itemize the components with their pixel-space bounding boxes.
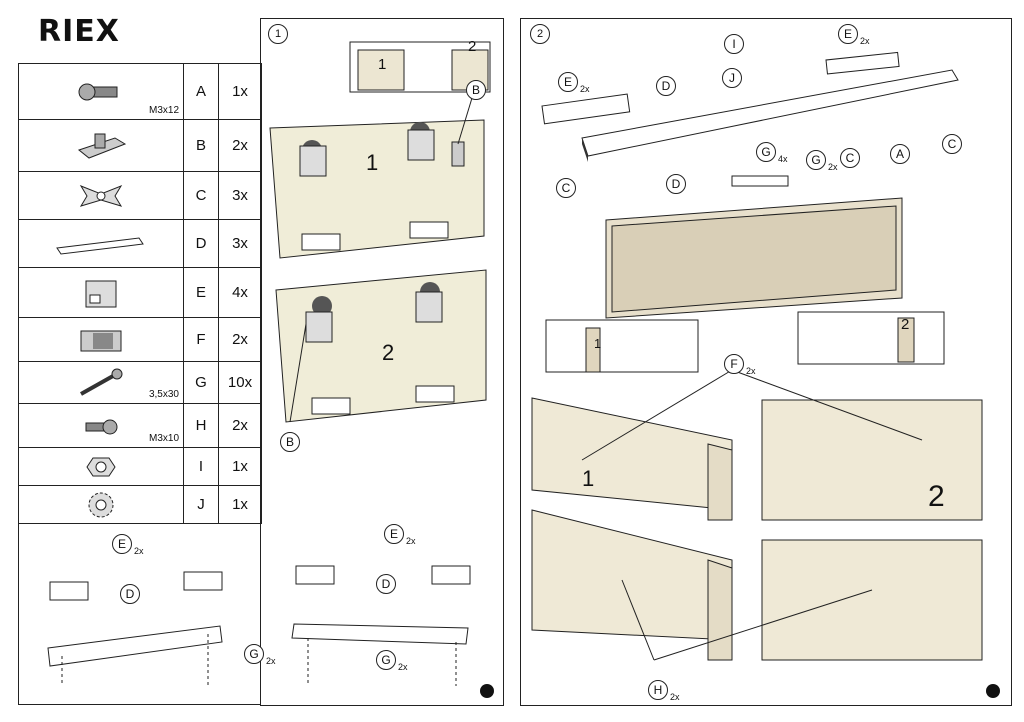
part-picture: M3x10 xyxy=(18,403,184,448)
part-picture xyxy=(18,119,184,172)
part-letter: J xyxy=(183,485,219,524)
mult-e-bl: 2x xyxy=(134,546,144,556)
cab-small-2-label: 2 xyxy=(901,316,910,333)
part-picture: 3,5x30 xyxy=(18,361,184,404)
panel2-label: 2 xyxy=(382,340,395,365)
part-letter: D xyxy=(183,219,219,268)
mult-f: 2x xyxy=(746,366,756,376)
door2-label: 2 xyxy=(928,480,945,513)
panel1-label: 1 xyxy=(366,150,379,175)
part-quantity: 2x xyxy=(218,119,262,172)
panel1-label-small: 1 xyxy=(378,56,387,73)
part-quantity: 1x xyxy=(218,485,262,524)
step2-number: 2 xyxy=(530,24,550,44)
part-letter: F xyxy=(183,317,219,362)
mult-g-br: 2x xyxy=(398,662,408,672)
part-spec: 3,5x30 xyxy=(148,389,179,400)
callout-e-left: E xyxy=(558,72,578,92)
callout-g-bl: G xyxy=(244,644,264,664)
step1-illustration xyxy=(269,41,491,423)
callout-d-br: D xyxy=(376,574,396,594)
mult-g-left: 4x xyxy=(778,154,788,164)
part-picture xyxy=(18,317,184,362)
part-quantity: 1x xyxy=(218,63,262,120)
callout-g-right: G xyxy=(806,150,826,170)
part-quantity: 2x xyxy=(218,317,262,362)
part-spec: M3x10 xyxy=(148,433,179,444)
callout-h: H xyxy=(648,680,668,700)
bottom-illustration xyxy=(47,565,471,686)
mult-e-right: 2x xyxy=(860,36,870,46)
mult-e-left: 2x xyxy=(580,84,590,94)
part-picture xyxy=(18,219,184,268)
part-quantity: 10x xyxy=(218,361,262,404)
callout-c-mid: C xyxy=(840,148,860,168)
part-quantity: 2x xyxy=(218,403,262,448)
part-quantity: 3x xyxy=(218,171,262,220)
callout-b-top: B xyxy=(466,80,486,100)
part-letter: I xyxy=(183,447,219,486)
part-quantity: 3x xyxy=(218,219,262,268)
callout-e-br: E xyxy=(384,524,404,544)
step1-number: 1 xyxy=(268,24,288,44)
part-letter: A xyxy=(183,63,219,120)
part-letter: C xyxy=(183,171,219,220)
part-quantity: 4x xyxy=(218,267,262,318)
part-letter: G xyxy=(183,361,219,404)
panel2-label-small: 2 xyxy=(468,38,477,55)
part-letter: B xyxy=(183,119,219,172)
door1-label: 1 xyxy=(582,466,595,491)
next-page-icon[interactable] xyxy=(480,684,494,698)
part-picture xyxy=(18,267,184,318)
next-page-icon[interactable] xyxy=(986,684,1000,698)
callout-c-left: C xyxy=(556,178,576,198)
mult-g-right: 2x xyxy=(828,162,838,172)
callout-c-right: C xyxy=(942,134,962,154)
callout-f: F xyxy=(724,354,744,374)
part-letter: H xyxy=(183,403,219,448)
callout-a: A xyxy=(890,144,910,164)
part-picture xyxy=(18,485,184,524)
callout-g-left: G xyxy=(756,142,776,162)
mult-g-bl: 2x xyxy=(266,656,276,666)
part-spec: M3x12 xyxy=(148,105,179,116)
bottom-frame xyxy=(18,524,261,705)
callout-e-bl: E xyxy=(112,534,132,554)
callout-i: I xyxy=(724,34,744,54)
part-picture xyxy=(18,171,184,220)
part-letter: E xyxy=(183,267,219,318)
mult-e-br: 2x xyxy=(406,536,416,546)
mult-h: 2x xyxy=(670,692,680,702)
callout-e-right: E xyxy=(838,24,858,44)
brand-logo: RIEX xyxy=(38,14,120,49)
step1-frame xyxy=(260,18,504,706)
step2-illustration xyxy=(531,51,983,661)
part-quantity: 1x xyxy=(218,447,262,486)
callout-d-top: D xyxy=(656,76,676,96)
callout-b-bottom: B xyxy=(280,432,300,452)
part-picture xyxy=(18,447,184,486)
callout-d-bl: D xyxy=(120,584,140,604)
part-picture: M3x12 xyxy=(18,63,184,120)
callout-g-br: G xyxy=(376,650,396,670)
callout-d-mid: D xyxy=(666,174,686,194)
step2-frame xyxy=(520,18,1012,706)
cab-small-1-label: 1 xyxy=(594,336,602,351)
callout-j: J xyxy=(722,68,742,88)
